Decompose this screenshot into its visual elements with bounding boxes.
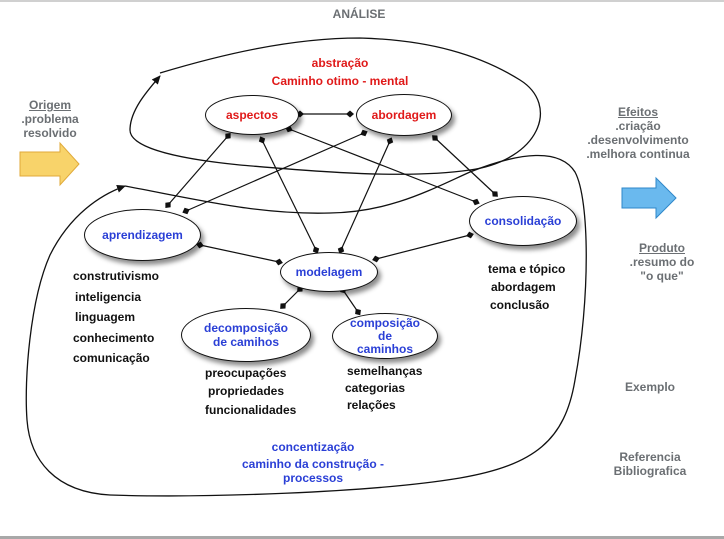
origin-line: .problema — [21, 112, 79, 126]
edge-aspectos-consolidacao — [285, 125, 480, 206]
effects-line: .melhora continua — [586, 147, 690, 161]
list-item: semelhanças — [347, 364, 423, 378]
node-decomposicao-line: decomposição — [203, 321, 289, 335]
effects-arrow-icon — [621, 176, 677, 220]
list-item: propriedades — [208, 384, 285, 398]
node-consolidacao[interactable]: consolidação — [469, 196, 577, 246]
abstraction-title: abstração — [311, 56, 369, 70]
page-title: ANÁLISE — [332, 7, 386, 21]
list-item: funcionalidades — [205, 403, 297, 417]
list-item: conclusão — [490, 298, 550, 312]
node-decomposicao-line: de camihos — [212, 335, 280, 349]
node-aspectos[interactable]: aspectos — [205, 95, 299, 135]
example-label: Exemplo — [624, 380, 675, 394]
node-composicao-line: de — [377, 328, 392, 343]
effects-line: .desenvolvimento — [587, 133, 689, 147]
edge-abordagem-consolidacao — [432, 135, 498, 197]
list-item: tema e tópico — [488, 262, 566, 276]
consolidacao-list: tema e tópico abordagem conclusão — [488, 260, 565, 314]
edge-aspectos-aprendizagem — [165, 132, 231, 209]
origin-heading: Origem — [28, 98, 71, 112]
node-abordagem[interactable]: abordagem — [356, 94, 452, 136]
effects-line: .criação — [615, 119, 661, 133]
list-item: linguagem — [75, 310, 136, 324]
node-modelagem[interactable]: modelagem — [280, 252, 378, 292]
reference-line: Bibliografica — [613, 464, 687, 478]
list-item: categorias — [345, 381, 406, 395]
node-composicao-line: caminhos — [356, 341, 413, 356]
aprendizagem-list: construtivismo inteligencia linguagem co… — [73, 266, 159, 369]
concretization-title: concentização — [271, 440, 355, 454]
product-line: .resumo do — [629, 255, 695, 269]
node-decomposicao[interactable]: decomposição de camihos — [181, 308, 311, 362]
list-item: inteligencia — [75, 289, 142, 304]
concretization-subtitle: processos — [282, 471, 344, 485]
decomposicao-list: preocupações propriedades funcionalidade… — [205, 364, 296, 419]
product-line: "o que" — [640, 269, 684, 283]
list-item: abordagem — [491, 280, 556, 294]
concretization-subtitle: caminho da construção - — [241, 457, 385, 471]
list-item: relações — [347, 398, 396, 412]
edge-aspectos-modelagem — [258, 136, 320, 254]
node-composicao-line: composição — [349, 315, 421, 330]
list-item: comunicação — [73, 351, 150, 365]
bottom-border — [0, 536, 724, 539]
list-item: conhecimento — [73, 330, 155, 345]
edge-aprendizagem-modelagem — [196, 241, 283, 266]
abstraction-subtitle: Caminho otimo - mental — [271, 74, 409, 88]
node-composicao[interactable]: composição de caminhos — [332, 313, 438, 359]
edge-modelagem-consolidacao — [372, 231, 474, 263]
edge-modelagem-composicao — [340, 286, 361, 316]
edge-abordagem-modelagem — [337, 137, 394, 254]
effects-heading: Efeitos — [617, 105, 658, 119]
edge-modelagem-decomposicao — [280, 286, 303, 309]
list-item: preocupações — [205, 366, 287, 380]
composicao-list: semelhanças categorias relações — [345, 363, 422, 414]
edge-abordagem-aprendizagem — [182, 129, 368, 215]
origin-arrow-icon — [19, 141, 80, 187]
reference-line: Referencia — [619, 450, 681, 464]
origin-line: resolvido — [23, 126, 77, 140]
node-aprendizagem[interactable]: aprendizagem — [84, 209, 201, 261]
product-heading: Produto — [639, 241, 685, 255]
list-item: construtivismo — [73, 269, 160, 283]
top-border — [0, 0, 724, 2]
